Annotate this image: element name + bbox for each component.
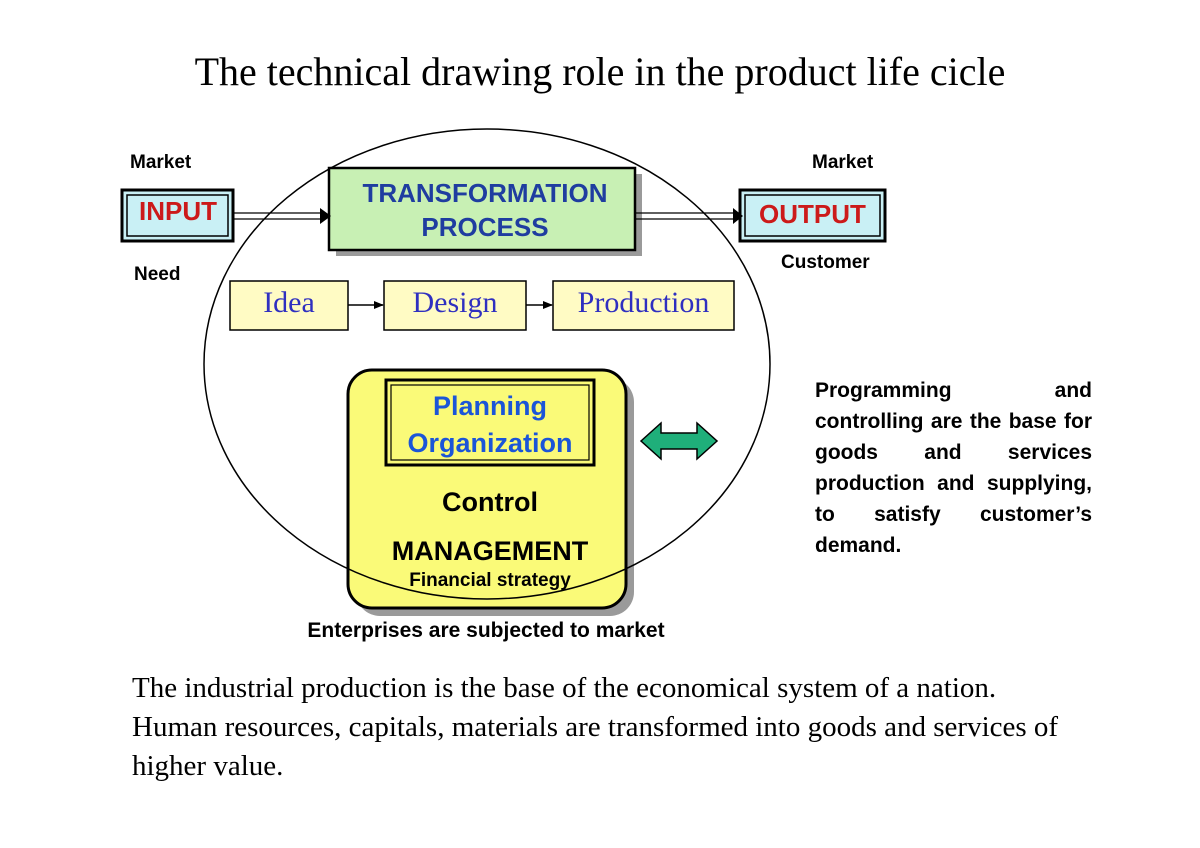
idea-label: Idea — [263, 286, 315, 319]
output-label: OUTPUT — [759, 199, 866, 229]
planning-box — [384, 378, 596, 467]
input-to-process-arrow — [233, 208, 331, 224]
market-label-right: Market — [812, 152, 874, 173]
design-box — [383, 280, 527, 331]
bottom-paragraph: The industrial production is the base of… — [132, 672, 1059, 782]
transformation-line1: TRANSFORMATION — [362, 178, 608, 208]
output-box — [738, 188, 887, 243]
input-label: INPUT — [139, 196, 217, 226]
planning-label: Planning Organization — [388, 388, 592, 462]
management-box — [346, 368, 634, 616]
market-label-left: Market — [130, 152, 192, 173]
management-label: MANAGEMENT — [391, 536, 589, 566]
design-label: Design — [412, 286, 498, 319]
process-to-output-arrow — [635, 208, 743, 224]
page-title: The technical drawing role in the produc… — [194, 49, 1006, 94]
control-label: Control — [442, 487, 538, 517]
planning-line1: Planning — [433, 391, 547, 421]
production-label: Production — [577, 286, 710, 319]
input-box — [120, 188, 235, 243]
need-label: Need — [134, 264, 181, 285]
production-box — [552, 280, 735, 331]
enterprise-ellipse — [203, 128, 771, 600]
enterprises-caption: Enterprises are subjected to market — [307, 619, 665, 642]
idea-box — [229, 280, 349, 331]
transformation-box — [327, 166, 642, 256]
financial-strategy-label: Financial strategy — [409, 570, 571, 591]
planning-line2: Organization — [407, 428, 573, 458]
customer-label: Customer — [781, 252, 870, 273]
side-paragraph: Programming and controlling are the base… — [815, 379, 1092, 557]
double-arrow-icon — [639, 421, 719, 461]
transformation-label: TRANSFORMATION PROCESS — [332, 176, 638, 244]
transformation-line2: PROCESS — [421, 212, 549, 242]
